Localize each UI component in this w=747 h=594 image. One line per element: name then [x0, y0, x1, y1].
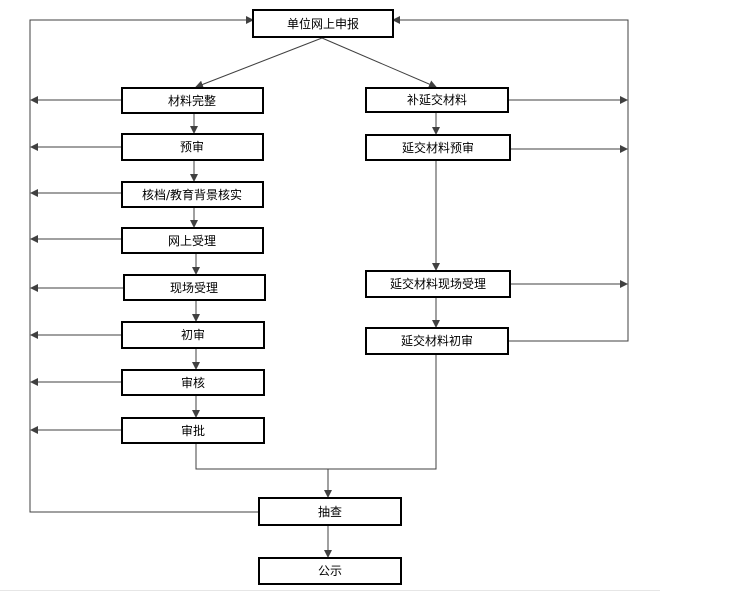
- node-delayed-onsite: 延交材料现场受理: [365, 270, 511, 298]
- node-online-accept-label: 网上受理: [168, 234, 216, 248]
- node-onsite-accept-label: 现场受理: [170, 281, 218, 295]
- edge-left-return-loop: [29, 16, 259, 513]
- node-onsite-accept: 现场受理: [123, 274, 266, 301]
- node-first-review-label: 初审: [181, 327, 205, 342]
- node-complete-label: 材料完整: [168, 93, 216, 108]
- node-spot-check: 抽查: [258, 497, 402, 526]
- node-publicity: 公示: [258, 557, 402, 585]
- edge-apply-to-complete: [195, 37, 323, 89]
- node-approve-label: 审批: [181, 423, 205, 438]
- node-audit-label: 审核: [181, 375, 205, 390]
- node-verify: 核档/教育背景核实: [121, 181, 264, 208]
- node-delayed-pre-review: 延交材料预审: [365, 134, 511, 161]
- node-approve: 审批: [121, 417, 265, 444]
- node-first-review: 初审: [121, 321, 265, 349]
- edge-apply-to-supplement: [321, 37, 437, 88]
- node-delayed-first-review-label: 延交材料初审: [401, 333, 473, 348]
- node-publicity-label: 公示: [318, 564, 342, 578]
- node-delayed-pre-review-label: 延交材料预审: [402, 140, 474, 155]
- node-audit: 审核: [121, 369, 265, 396]
- node-online-accept: 网上受理: [121, 227, 264, 254]
- node-complete: 材料完整: [121, 87, 264, 114]
- node-pre-review: 预审: [121, 133, 264, 161]
- node-delayed-first-review: 延交材料初审: [365, 327, 509, 355]
- node-supplement-label: 补延交材料: [407, 92, 467, 107]
- node-online-apply: 单位网上申报: [252, 9, 394, 38]
- node-delayed-onsite-label: 延交材料现场受理: [390, 276, 486, 291]
- edge-right-return-loop: [392, 16, 629, 342]
- node-pre-review-label: 预审: [180, 139, 204, 154]
- node-verify-label: 核档/教育背景核实: [142, 187, 242, 202]
- node-online-apply-label: 单位网上申报: [287, 16, 359, 31]
- page-bottom-rule: [0, 590, 660, 591]
- edge-approve-merge: [195, 354, 437, 470]
- node-spot-check-label: 抽查: [318, 505, 342, 519]
- connectors: [29, 16, 629, 558]
- node-supplement: 补延交材料: [365, 87, 509, 113]
